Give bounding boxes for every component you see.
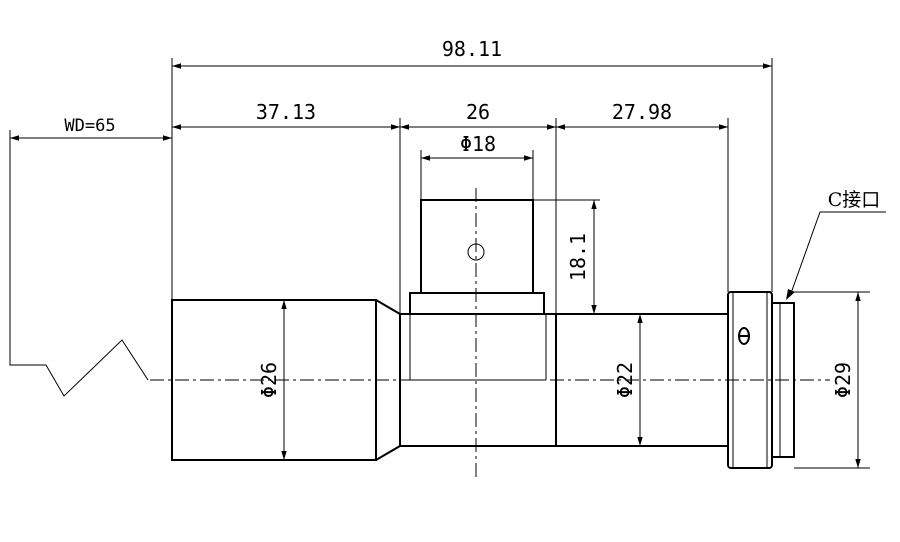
working-distance-text: WD=65: [64, 116, 115, 136]
dimension-lines: [10, 63, 861, 468]
front-section-text: 37.13: [256, 100, 316, 124]
mount-screw-icon: [738, 327, 750, 345]
side-port: [420, 199, 534, 294]
rear-tube-diameter-text: Φ22: [613, 362, 637, 398]
lens-body: [171, 199, 795, 469]
overall-length-text: 98.11: [442, 37, 502, 61]
working-distance-break-line: [9, 130, 149, 397]
mount-label-leader: [789, 211, 886, 297]
side-port-diameter-text: Φ18: [460, 132, 496, 156]
middle-section-text: 26: [466, 100, 490, 124]
front-diameter-text: Φ26: [257, 362, 281, 398]
mount-type-label: C接口: [828, 189, 881, 211]
side-port-height-text: 18.1: [566, 233, 590, 281]
extension-lines: [171, 58, 870, 469]
side-port-flange: [409, 292, 545, 315]
rear-section-text: 27.98: [612, 100, 672, 124]
mount-diameter-text: Φ29: [831, 362, 855, 398]
